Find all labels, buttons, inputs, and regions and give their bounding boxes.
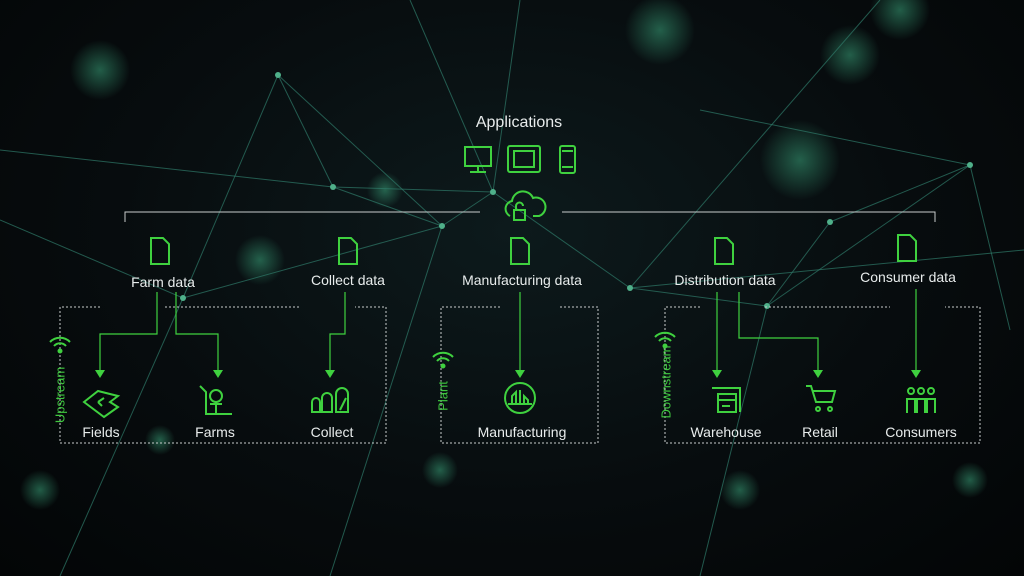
- smartphone-icon: [559, 145, 576, 174]
- downstream-box: [664, 306, 981, 444]
- flow-arrows: [99, 289, 917, 372]
- farms-label: Farms: [195, 424, 235, 440]
- manufacturing-label: Manufacturing: [477, 424, 567, 440]
- document-icon: [150, 237, 170, 265]
- upstream-box: [59, 306, 387, 444]
- consumers-label: Consumers: [885, 424, 957, 440]
- warehouse-icon: [712, 387, 741, 413]
- tablet-icon: [507, 145, 541, 173]
- document-icon: [338, 237, 358, 265]
- desktop-monitor-icon: [464, 146, 492, 173]
- document-icon: [897, 234, 917, 262]
- wifi-icon: [654, 331, 676, 349]
- collect-data-label: Collect data: [311, 272, 385, 288]
- collect-label: Collect: [310, 424, 354, 440]
- plant-label: Plant: [435, 381, 451, 411]
- wifi-icon: [49, 336, 71, 354]
- document-icon: [510, 237, 530, 265]
- top-bracket: [124, 211, 936, 222]
- factory-icon: [504, 382, 536, 414]
- plant-box: [440, 306, 599, 444]
- wifi-icon: [432, 351, 454, 369]
- shopping-cart-icon: [806, 385, 837, 412]
- downstream-label: Downstream: [658, 345, 674, 419]
- fields-icon: [82, 389, 121, 419]
- cloud-lock-icon: [504, 190, 547, 221]
- consumer-data-label: Consumer data: [860, 269, 956, 285]
- warehouse-label: Warehouse: [690, 424, 762, 440]
- farm-data-label: Farm data: [131, 274, 195, 290]
- silo-icon: [311, 387, 349, 413]
- fields-label: Fields: [82, 424, 120, 440]
- people-icon: [906, 387, 936, 413]
- document-icon: [714, 237, 734, 265]
- upstream-label: Upstream: [52, 366, 68, 424]
- tree-farm-icon: [199, 385, 232, 415]
- distribution-data-label: Distribution data: [674, 272, 776, 288]
- manufacturing-data-label: Manufacturing data: [462, 272, 582, 288]
- applications-title: Applications: [475, 114, 563, 131]
- retail-label: Retail: [802, 424, 838, 440]
